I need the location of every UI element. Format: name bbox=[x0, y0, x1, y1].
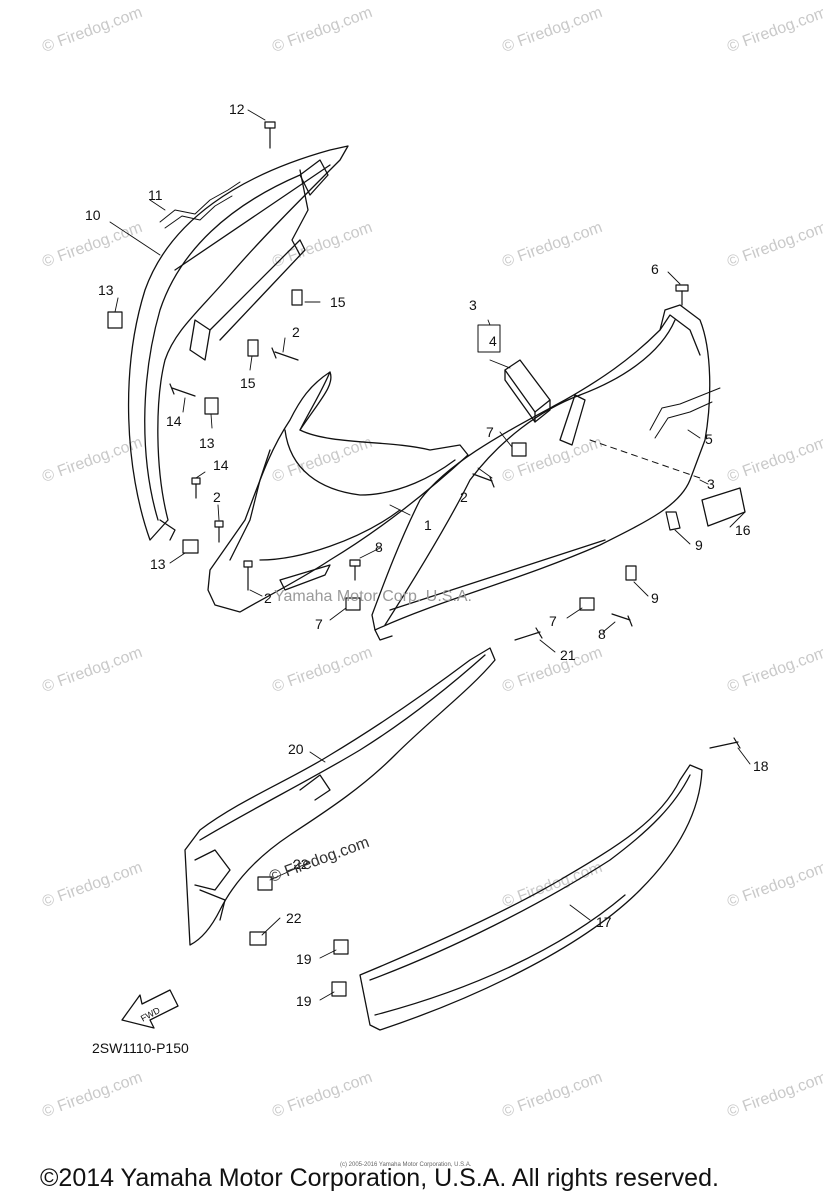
part-label: 7 bbox=[315, 616, 323, 632]
diagram-code: 2SW1110-P150 bbox=[92, 1040, 189, 1056]
part-10-side-cover bbox=[127, 145, 349, 541]
fastener-screws bbox=[169, 121, 741, 749]
copyright-notice: ©2014 Yamaha Motor Corporation, U.S.A. A… bbox=[40, 1164, 719, 1192]
part-label: 9 bbox=[651, 590, 659, 606]
part-label: 7 bbox=[486, 424, 494, 440]
part-label: 15 bbox=[330, 294, 346, 310]
part-label: 10 bbox=[85, 207, 101, 223]
part-label: 2 bbox=[213, 489, 221, 505]
part-label: 2 bbox=[264, 590, 272, 606]
part-label: 17 bbox=[596, 914, 612, 930]
fwd-arrow-icon bbox=[121, 989, 179, 1029]
part-label: 20 bbox=[288, 741, 304, 757]
part-4-foam bbox=[504, 359, 551, 423]
overlay-watermark: Yamaha Motor Corp. U.S.A. bbox=[274, 588, 472, 605]
part-label: 19 bbox=[296, 951, 312, 967]
part-label: 3 bbox=[707, 476, 715, 492]
part-5-emblem bbox=[649, 387, 721, 439]
part-label: 5 bbox=[705, 431, 713, 447]
part-1-front-cover bbox=[207, 371, 469, 613]
part-label: 6 bbox=[651, 261, 659, 277]
part-20-lower-cover bbox=[184, 647, 496, 946]
part-label: 2 bbox=[292, 324, 300, 340]
part-label: 18 bbox=[753, 758, 769, 774]
part-label: 9 bbox=[695, 537, 703, 553]
part-11-emblem bbox=[159, 181, 241, 229]
part-label: 11 bbox=[148, 187, 163, 203]
part-label: 2 bbox=[460, 489, 468, 505]
part-label: 15 bbox=[240, 375, 256, 391]
tiny-copyright: (c) 2005-2016 Yamaha Motor Corporation, … bbox=[340, 1162, 472, 1168]
part-label: 13 bbox=[98, 282, 114, 298]
part-3-bracket bbox=[477, 324, 501, 353]
part-17-lower-cover bbox=[359, 764, 703, 1031]
part-label: 3 bbox=[469, 297, 477, 313]
leader-dashed bbox=[589, 439, 701, 479]
part-label: 7 bbox=[549, 613, 557, 629]
part-label: 4 bbox=[489, 333, 497, 349]
part-label: 13 bbox=[150, 556, 166, 572]
part-label: 8 bbox=[598, 626, 606, 642]
part-label: 16 bbox=[735, 522, 751, 538]
part-label: 1 bbox=[424, 517, 432, 533]
part-label: 21 bbox=[560, 647, 576, 663]
part-label: 14 bbox=[166, 413, 182, 429]
part-label: 13 bbox=[199, 435, 215, 451]
part-label: 22 bbox=[293, 856, 309, 872]
fastener-clips bbox=[107, 311, 595, 997]
part-label: 22 bbox=[286, 910, 302, 926]
part-label: 8 bbox=[375, 539, 383, 555]
part-16-label bbox=[701, 487, 746, 527]
leader-lines bbox=[109, 109, 751, 1001]
part-label: 12 bbox=[229, 101, 245, 117]
part-5-side-cover bbox=[371, 304, 711, 641]
part-label: 19 bbox=[296, 993, 312, 1009]
part-label: 14 bbox=[213, 457, 229, 473]
